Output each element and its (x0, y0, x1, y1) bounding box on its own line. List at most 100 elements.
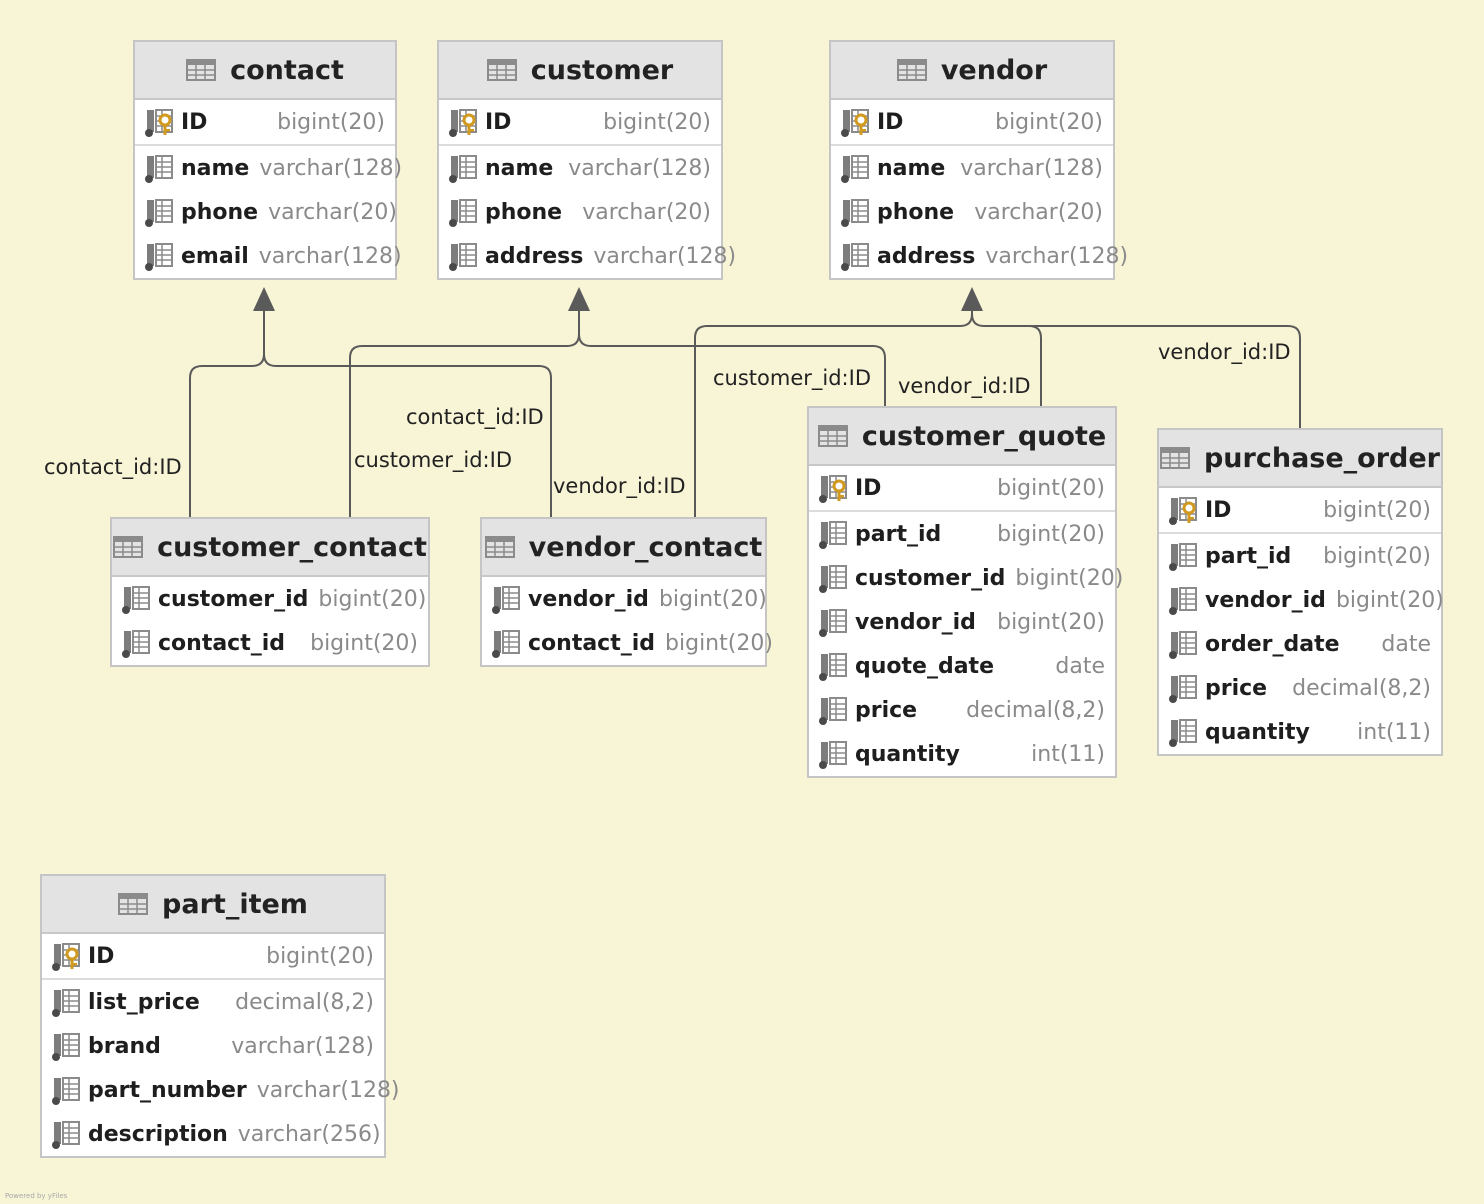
column-type: date (1055, 653, 1105, 679)
column-name: price (1205, 675, 1268, 701)
column-row[interactable]: phone varchar(20) (439, 190, 721, 234)
column-type: varchar(128) (568, 155, 711, 181)
edge-label: customer_id:ID (354, 448, 512, 472)
column-type: varchar(20) (582, 199, 711, 225)
column-type: bigint(20) (997, 609, 1105, 635)
primary-key-icon (841, 109, 869, 137)
column-type: bigint(20) (997, 475, 1105, 501)
table-icon (896, 59, 927, 81)
entity-header: customer_contact (112, 519, 428, 577)
column-name: address (485, 243, 584, 269)
primary-key-icon (819, 475, 847, 503)
column-icon (122, 586, 150, 614)
column-name: order_date (1205, 631, 1340, 657)
column-name: ID (181, 109, 208, 135)
column-icon (145, 155, 173, 183)
column-icon (841, 243, 869, 271)
column-name: vendor_id (855, 609, 976, 635)
table-icon (817, 425, 848, 447)
column-name: ID (88, 943, 115, 969)
primary-key-icon (145, 109, 173, 137)
column-icon (1169, 675, 1197, 703)
credit-text: Powered by yFiles (5, 1192, 68, 1200)
column-name: ID (877, 109, 904, 135)
column-row[interactable]: vendor_id bigint(20) (809, 600, 1115, 644)
column-icon (1169, 719, 1197, 747)
column-icon (819, 521, 847, 549)
column-icon (841, 199, 869, 227)
column-row[interactable]: quote_date date (809, 644, 1115, 688)
table-icon (484, 536, 515, 558)
column-name: quantity (855, 741, 960, 767)
column-type: bigint(20) (1335, 587, 1444, 613)
entity-title: vendor (940, 54, 1048, 86)
edge-vendor-contact-to-contact (263, 353, 552, 518)
entity-header: vendor_contact (482, 519, 765, 577)
column-name: address (877, 243, 976, 269)
column-name: quote_date (855, 653, 994, 679)
column-icon (492, 630, 520, 658)
column-name: phone (877, 199, 955, 225)
entity-title: customer (530, 54, 674, 86)
column-type: decimal(8,2) (235, 989, 374, 1015)
column-icon (841, 155, 869, 183)
column-row[interactable]: phone varchar(20) (831, 190, 1113, 234)
column-type: varchar(20) (974, 199, 1103, 225)
column-icon (145, 199, 173, 227)
column-name: phone (181, 199, 259, 225)
table-icon (1159, 447, 1190, 469)
column-name: name (181, 155, 250, 181)
column-icon (819, 697, 847, 725)
edge-label: contact_id:ID (44, 455, 182, 479)
column-type: decimal(8,2) (966, 697, 1105, 723)
column-name: description (88, 1121, 228, 1147)
table-icon (186, 59, 217, 81)
column-name: ID (1205, 497, 1232, 523)
edge-label: vendor_id:ID (898, 374, 1031, 398)
column-name: contact_id (528, 630, 656, 656)
column-type: bigint(20) (995, 109, 1103, 135)
column-name: phone (485, 199, 563, 225)
column-type: bigint(20) (318, 586, 427, 612)
column-type: bigint(20) (1015, 565, 1124, 591)
primary-key-row[interactable]: ID bigint(20) (831, 100, 1113, 146)
